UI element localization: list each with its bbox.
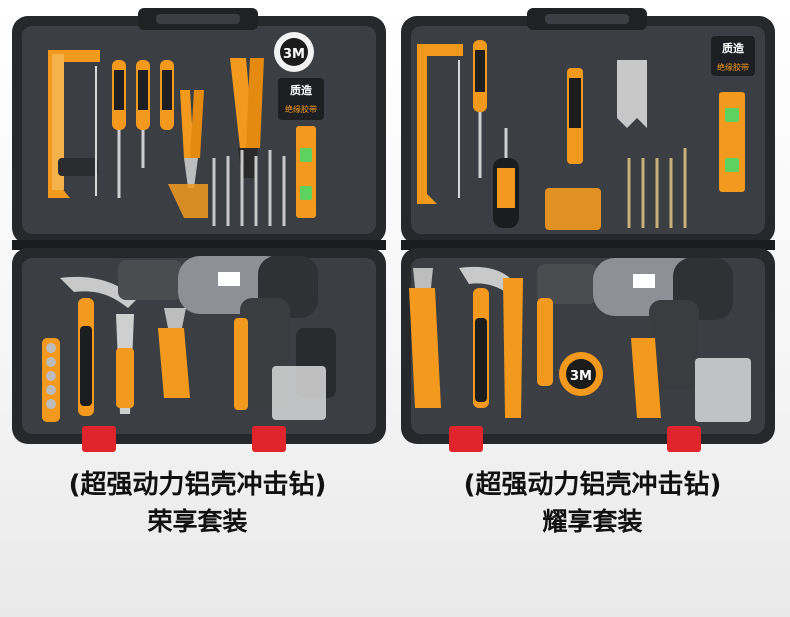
latch-right [252, 426, 286, 452]
kit-caption-left: (超强动力铝壳冲击钻) 荣享套装 [0, 468, 395, 542]
impact-drill [537, 258, 733, 390]
kit-caption-right: (超强动力铝壳冲击钻) 耀享套装 [395, 468, 790, 542]
kit-subtitle: 耀享套装 [542, 507, 643, 536]
latch-left [82, 426, 116, 452]
tool-case-left: 3M 质造 绝缘胶带 [12, 8, 386, 452]
tool-case-right: 质造 绝缘胶带 3M [401, 8, 775, 452]
kit-subtitle: 荣享套装 [147, 507, 248, 536]
utility-knife [234, 318, 248, 410]
tape-brand-label: 3M [283, 47, 305, 62]
latch-left [449, 426, 483, 452]
tape-logo-text: 质造 [290, 83, 313, 97]
tape-measure: 3M [274, 32, 314, 72]
spirit-level [296, 126, 316, 218]
tape-measure: 3M [559, 352, 603, 396]
claw-hammer [60, 276, 136, 416]
screwdriver-set [112, 60, 174, 198]
tape-box-label: 绝缘胶带 [717, 62, 749, 72]
tape-box-label: 绝缘胶带 [285, 104, 317, 114]
tape-brand-label: 3M [570, 369, 592, 384]
drill-bits [212, 150, 286, 226]
tape-logo-text: 质造 [722, 41, 745, 55]
latch-right [667, 426, 701, 452]
impact-drill [118, 256, 336, 408]
insulating-tape-box: 质造 绝缘胶带 [278, 78, 324, 120]
kit-title: (超强动力铝壳冲击钻) [463, 470, 722, 500]
wall-anchor-box [272, 366, 326, 420]
combination-pliers [158, 328, 190, 398]
spirit-level [719, 92, 745, 192]
insulating-tape-box: 质造 绝缘胶带 [711, 36, 755, 76]
kit-title: (超强动力铝壳冲击钻) [68, 470, 327, 500]
